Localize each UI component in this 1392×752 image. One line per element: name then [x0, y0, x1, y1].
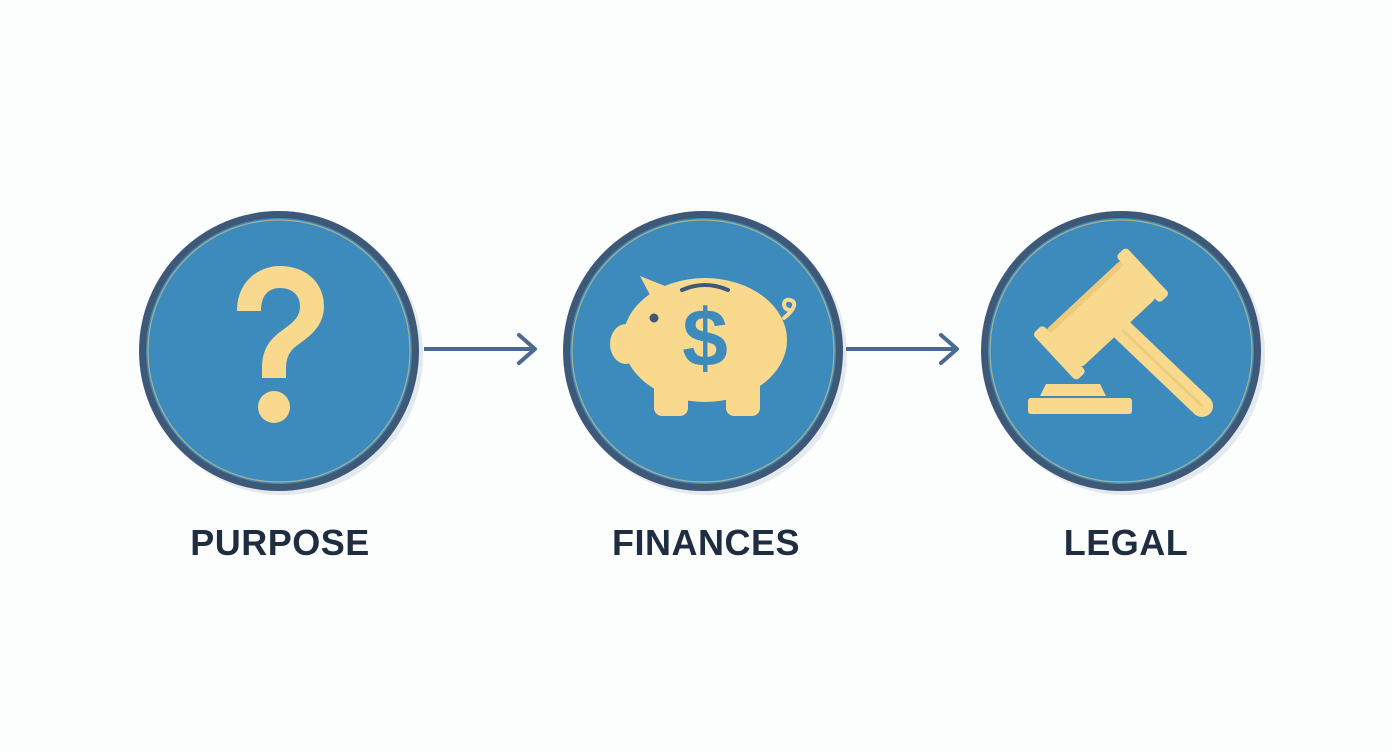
label-legal: LEGAL [1063, 522, 1189, 563]
step-legal [976, 206, 1266, 496]
arrow-finances-to-legal [846, 333, 959, 365]
gavel-icon [981, 211, 1265, 495]
legal-circle [976, 206, 1266, 496]
step-purpose [134, 206, 424, 496]
question-mark-icon [139, 211, 423, 495]
purpose-circle [134, 206, 424, 496]
label-finances: FINANCES [611, 522, 800, 563]
arrow-purpose-to-finances [424, 333, 537, 365]
label-purpose: PURPOSE [190, 522, 370, 563]
svg-text:$: $ [682, 293, 728, 384]
finances-circle: $ [558, 206, 848, 496]
step-finances: $ [558, 206, 848, 496]
piggy-bank-icon: $ [563, 211, 847, 495]
